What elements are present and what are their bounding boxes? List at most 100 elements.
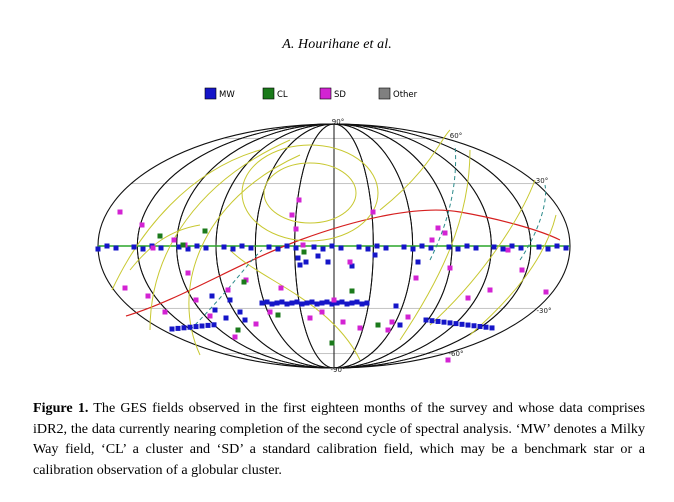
field-marker-mw xyxy=(227,297,233,303)
field-marker-mw xyxy=(284,301,290,307)
galactic-coordinate-line xyxy=(111,149,261,291)
field-marker-mw xyxy=(95,246,101,252)
field-marker-mw xyxy=(344,301,350,307)
field-marker-mw xyxy=(446,244,452,250)
field-marker-mw xyxy=(455,246,461,252)
field-marker-mw xyxy=(279,299,285,305)
field-marker-mw xyxy=(473,245,479,251)
field-marker-sd xyxy=(296,197,302,203)
field-marker-mw xyxy=(415,259,421,265)
field-marker-mw xyxy=(303,259,309,265)
field-marker-sd xyxy=(340,319,346,325)
field-marker-sd xyxy=(145,293,151,299)
field-marker-mw xyxy=(284,243,290,249)
field-marker-mw xyxy=(140,246,146,252)
dashed-reference-line xyxy=(519,184,547,261)
field-marker-cl xyxy=(180,242,186,248)
field-marker-sd xyxy=(487,287,493,293)
figure-caption: Figure 1. The GES fields observed in the… xyxy=(33,398,645,480)
running-head: A. Hourihane et al. xyxy=(282,37,392,52)
field-marker-sd xyxy=(319,309,325,315)
field-marker-mw xyxy=(194,243,200,249)
field-marker-sd xyxy=(232,334,238,340)
field-marker-mw xyxy=(356,244,362,250)
field-marker-mw xyxy=(315,253,321,259)
field-marker-mw xyxy=(500,246,506,252)
field-marker-sd xyxy=(150,245,156,251)
legend-item-cl: CL xyxy=(262,87,288,100)
field-marker-mw xyxy=(491,244,497,250)
galactic-latitude-label: -60° xyxy=(449,350,464,358)
field-marker-sd xyxy=(389,319,395,325)
galactic-coordinate-line xyxy=(469,214,557,336)
pole-label-south: -90° xyxy=(331,366,346,374)
ecliptic-line xyxy=(125,209,561,317)
field-marker-sd xyxy=(225,287,231,293)
field-marker-mw xyxy=(223,315,229,321)
field-marker-mw xyxy=(275,246,281,252)
field-marker-mw xyxy=(293,245,299,251)
legend-swatch xyxy=(378,87,391,100)
galactic-coordinate-line xyxy=(129,224,201,271)
field-marker-mw xyxy=(354,299,360,305)
field-marker-sd xyxy=(185,270,191,276)
legend-swatch xyxy=(204,87,217,100)
field-marker-sd xyxy=(117,209,123,215)
field-marker-mw xyxy=(187,324,193,330)
field-marker-sd xyxy=(445,357,451,363)
field-marker-mw xyxy=(365,246,371,252)
field-marker-cl xyxy=(375,322,381,328)
legend-swatch xyxy=(262,87,275,100)
field-marker-mw xyxy=(297,262,303,268)
galactic-latitude-label: 60° xyxy=(450,132,462,140)
field-marker-sd xyxy=(435,225,441,231)
caption-text: The GES fields observed in the first eig… xyxy=(33,400,646,478)
field-marker-sd xyxy=(139,222,145,228)
galactic-coordinate-line xyxy=(379,129,451,211)
field-marker-mw xyxy=(237,309,243,315)
field-marker-mw xyxy=(242,317,248,323)
field-marker-mw xyxy=(349,263,355,269)
field-marker-mw xyxy=(325,259,331,265)
field-marker-sd xyxy=(385,327,391,333)
field-marker-mw xyxy=(435,318,441,324)
field-marker-sd xyxy=(370,209,376,215)
field-marker-mw xyxy=(324,299,330,305)
field-marker-mw xyxy=(349,300,355,306)
field-marker-mw xyxy=(203,245,209,251)
field-marker-mw xyxy=(329,243,335,249)
field-marker-mw xyxy=(465,322,471,328)
field-marker-mw xyxy=(536,244,542,250)
field-marker-sd xyxy=(300,242,306,248)
field-marker-sd xyxy=(171,237,177,243)
field-marker-mw xyxy=(393,303,399,309)
field-marker-mw xyxy=(175,325,181,331)
field-marker-sd xyxy=(519,267,525,273)
field-marker-mw xyxy=(304,300,310,306)
field-marker-mw xyxy=(104,243,110,249)
field-marker-mw xyxy=(199,323,205,329)
galactic-pole-circle xyxy=(241,144,379,242)
field-marker-mw xyxy=(209,293,215,299)
field-marker-sd xyxy=(307,315,313,321)
field-marker-mw xyxy=(319,300,325,306)
field-marker-sd xyxy=(357,325,363,331)
field-marker-mw xyxy=(185,246,191,252)
pole-label-north: 90° xyxy=(332,118,344,126)
field-marker-sd xyxy=(122,285,128,291)
field-marker-sd xyxy=(207,313,213,319)
field-marker-mw xyxy=(230,246,236,252)
field-marker-mw xyxy=(212,307,218,313)
galactic-latitude-label: -30° xyxy=(537,307,552,315)
field-marker-mw xyxy=(113,245,119,251)
field-marker-cl xyxy=(241,279,247,285)
field-marker-sd xyxy=(278,285,284,291)
field-marker-mw xyxy=(477,323,483,329)
field-marker-mw xyxy=(339,299,345,305)
field-marker-sd xyxy=(331,297,337,303)
field-marker-mw xyxy=(545,246,551,252)
field-marker-sd xyxy=(405,314,411,320)
field-marker-mw xyxy=(447,320,453,326)
field-marker-mw xyxy=(554,243,560,249)
